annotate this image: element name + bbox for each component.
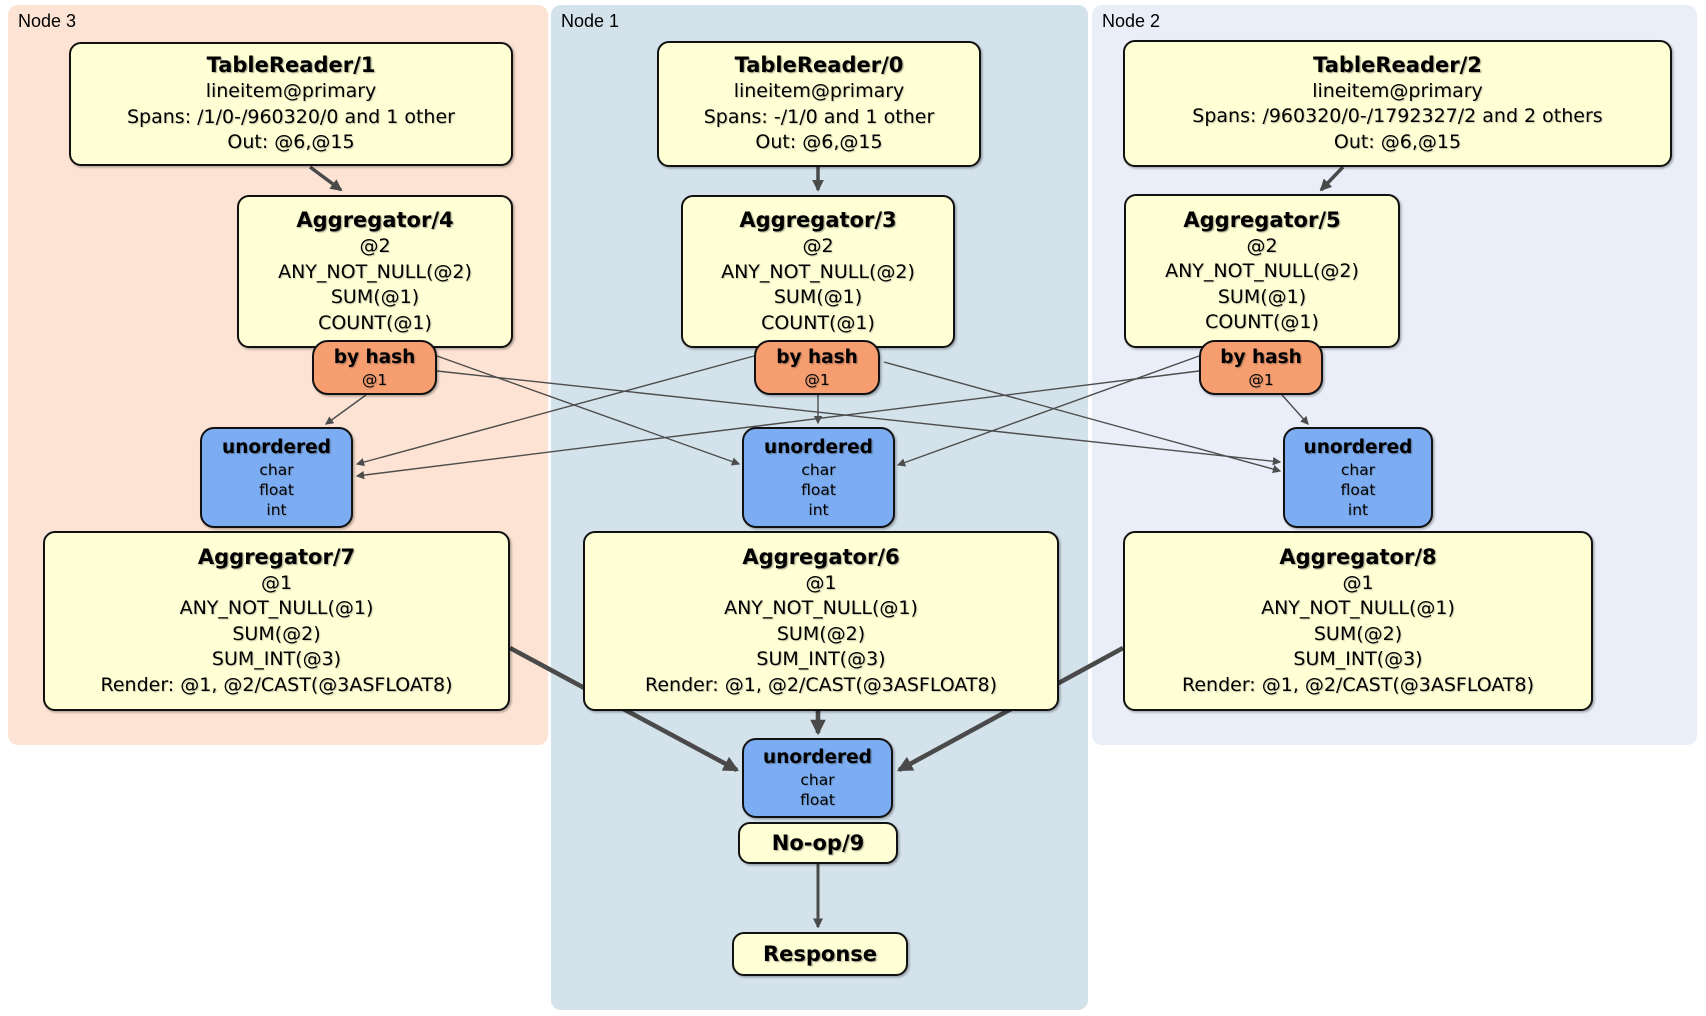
box-line-aggregator-8-3: SUM_INT(@3) bbox=[1293, 648, 1423, 671]
box-line-unordered-node3-2: int bbox=[266, 500, 287, 519]
box-title-tablereader-0: TableReader/0 bbox=[734, 53, 904, 78]
box-line-aggregator-7-2: SUM(@2) bbox=[232, 622, 321, 645]
box-line-tablereader-2-2: Out: @6,@15 bbox=[1333, 130, 1462, 153]
box-line-tablereader-2-1: Spans: /960320/0-/1792327/2 and 2 others bbox=[1192, 105, 1603, 128]
box-line-aggregator-6-2: SUM(@2) bbox=[776, 622, 866, 645]
box-line-aggregator-3-2: SUM(@1) bbox=[773, 286, 863, 308]
box-line-aggregator-8-1: ANY_NOT_NULL(@1) bbox=[1261, 597, 1455, 620]
box-line-byhash-node2-0: @1 bbox=[1248, 370, 1274, 389]
box-line-aggregator-4-0: @2 bbox=[359, 235, 391, 257]
box-title-unordered-final: unordered bbox=[763, 747, 872, 768]
box-line-unordered-final-1: float bbox=[800, 791, 835, 809]
box-title-aggregator-8: Aggregator/8 bbox=[1279, 544, 1437, 569]
box-title-noop-9: No-op/9 bbox=[771, 830, 865, 855]
box-line-tablereader-0-1: Spans: -/1/0 and 1 other bbox=[703, 105, 935, 128]
box-line-aggregator-5-1: ANY_NOT_NULL(@2) bbox=[1165, 260, 1359, 282]
box-line-unordered-final-0: char bbox=[800, 771, 835, 789]
box-line-aggregator-7-4: Render: @1, @2/CAST(@3ASFLOAT8) bbox=[100, 673, 453, 696]
box-title-tablereader-2: TableReader/2 bbox=[1313, 52, 1482, 77]
box-title-byhash-node2: by hash bbox=[1220, 346, 1302, 368]
box-line-tablereader-2-0: lineitem@primary bbox=[1312, 79, 1483, 102]
box-line-aggregator-5-0: @2 bbox=[1246, 234, 1278, 257]
box-line-tablereader-0-2: Out: @6,@15 bbox=[755, 131, 883, 154]
box-title-response: Response bbox=[762, 941, 878, 966]
box-line-tablereader-1-1: Spans: /1/0-/960320/0 and 1 other bbox=[127, 105, 455, 128]
box-line-aggregator-7-3: SUM_INT(@3) bbox=[211, 648, 342, 671]
box-line-unordered-node1-0: char bbox=[801, 460, 836, 479]
box-title-unordered-node1: unordered bbox=[764, 436, 873, 458]
box-title-byhash-node3: by hash bbox=[333, 346, 416, 368]
box-title-aggregator-6: Aggregator/6 bbox=[742, 544, 900, 569]
box-title-unordered-node3: unordered bbox=[222, 436, 331, 458]
box-title-byhash-node1: by hash bbox=[776, 346, 858, 368]
box-title-aggregator-7: Aggregator/7 bbox=[197, 544, 356, 569]
box-line-unordered-node1-2: int bbox=[808, 500, 829, 519]
box-line-unordered-node1-1: float bbox=[801, 480, 836, 499]
box-line-aggregator-6-3: SUM_INT(@3) bbox=[756, 648, 886, 671]
box-line-aggregator-5-3: COUNT(@1) bbox=[1205, 311, 1319, 333]
box-unordered-final: unordered char float bbox=[742, 738, 893, 818]
box-line-tablereader-1-2: Out: @6,@15 bbox=[227, 131, 355, 154]
box-line-aggregator-7-1: ANY_NOT_NULL(@1) bbox=[179, 597, 374, 620]
box-line-aggregator-3-0: @2 bbox=[802, 235, 834, 257]
box-line-byhash-node1-0: @1 bbox=[804, 370, 830, 389]
box-line-aggregator-6-1: ANY_NOT_NULL(@1) bbox=[724, 597, 918, 620]
box-response: Response bbox=[732, 932, 908, 976]
box-line-aggregator-4-3: COUNT(@1) bbox=[318, 311, 432, 334]
box-line-aggregator-8-2: SUM(@2) bbox=[1313, 622, 1403, 645]
box-line-unordered-node2-2: int bbox=[1347, 500, 1369, 519]
region-label-node2: Node 2 bbox=[1102, 11, 1161, 31]
region-label-node1: Node 1 bbox=[561, 11, 620, 31]
box-byhash-node2: by hash @1 bbox=[1199, 340, 1323, 395]
box-byhash-node1: by hash @1 bbox=[754, 340, 880, 395]
box-byhash-node3: by hash @1 bbox=[312, 340, 437, 395]
box-title-aggregator-4: Aggregator/4 bbox=[296, 208, 454, 232]
box-line-aggregator-5-2: SUM(@1) bbox=[1217, 285, 1307, 308]
box-line-aggregator-8-4: Render: @1, @2/CAST(@3ASFLOAT8) bbox=[1182, 673, 1534, 696]
box-line-unordered-node3-0: char bbox=[259, 460, 294, 479]
box-line-aggregator-7-0: @1 bbox=[260, 571, 293, 594]
box-title-aggregator-5: Aggregator/5 bbox=[1183, 207, 1341, 232]
box-title-aggregator-3: Aggregator/3 bbox=[739, 208, 897, 232]
box-line-aggregator-6-0: @1 bbox=[805, 571, 837, 594]
region-label-node3: Node 3 bbox=[18, 11, 77, 31]
box-title-unordered-node2: unordered bbox=[1303, 436, 1413, 458]
box-line-unordered-node3-1: float bbox=[259, 480, 294, 499]
box-line-aggregator-3-1: ANY_NOT_NULL(@2) bbox=[721, 260, 915, 283]
box-line-aggregator-4-1: ANY_NOT_NULL(@2) bbox=[278, 260, 472, 283]
box-title-tablereader-1: TableReader/1 bbox=[206, 53, 376, 78]
box-noop-9: No-op/9 bbox=[738, 822, 898, 864]
box-line-unordered-node2-0: char bbox=[1340, 460, 1376, 479]
box-line-aggregator-4-2: SUM(@1) bbox=[330, 286, 420, 308]
box-line-aggregator-8-0: @1 bbox=[1342, 571, 1374, 594]
box-line-unordered-node2-1: float bbox=[1340, 480, 1376, 499]
box-line-aggregator-6-4: Render: @1, @2/CAST(@3ASFLOAT8) bbox=[645, 673, 997, 696]
box-line-tablereader-0-0: lineitem@primary bbox=[733, 80, 905, 103]
box-line-tablereader-1-0: lineitem@primary bbox=[205, 80, 377, 103]
box-line-byhash-node3-0: @1 bbox=[361, 370, 388, 389]
box-line-aggregator-3-3: COUNT(@1) bbox=[761, 311, 875, 334]
